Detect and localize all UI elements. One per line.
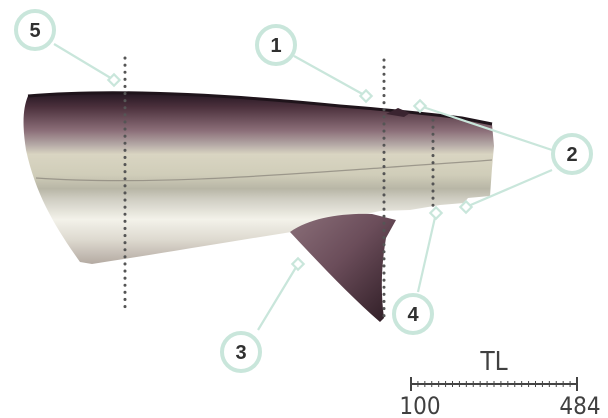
leader-3-end xyxy=(292,258,303,269)
scale-max-label: 484 xyxy=(559,392,600,418)
leader-3 xyxy=(258,264,298,330)
callout-4-label: 4 xyxy=(407,304,419,326)
leader-5-end xyxy=(108,74,119,85)
leader-4 xyxy=(418,213,436,292)
callout-2: 2 xyxy=(553,135,591,173)
callout-2-label: 2 xyxy=(566,144,577,166)
leader-1 xyxy=(294,56,366,96)
callout-5-label: 5 xyxy=(29,20,40,42)
callout-5: 5 xyxy=(16,11,54,49)
leader-5 xyxy=(54,44,114,80)
callout-3-label: 3 xyxy=(235,342,246,364)
callout-4: 4 xyxy=(394,295,432,333)
pectoral-fin xyxy=(290,214,396,322)
callout-3: 3 xyxy=(222,333,260,371)
shark-trunk xyxy=(24,93,494,264)
leader-4-end xyxy=(430,207,441,218)
scale-min-label: 100 xyxy=(399,392,440,418)
length-scale: TL 100 484 xyxy=(399,347,600,418)
leader-1-end xyxy=(360,90,371,101)
callout-1-label: 1 xyxy=(270,35,281,57)
scale-axis-label: TL xyxy=(479,347,507,377)
leader-2a-end xyxy=(414,100,425,111)
callout-1: 1 xyxy=(257,26,295,64)
